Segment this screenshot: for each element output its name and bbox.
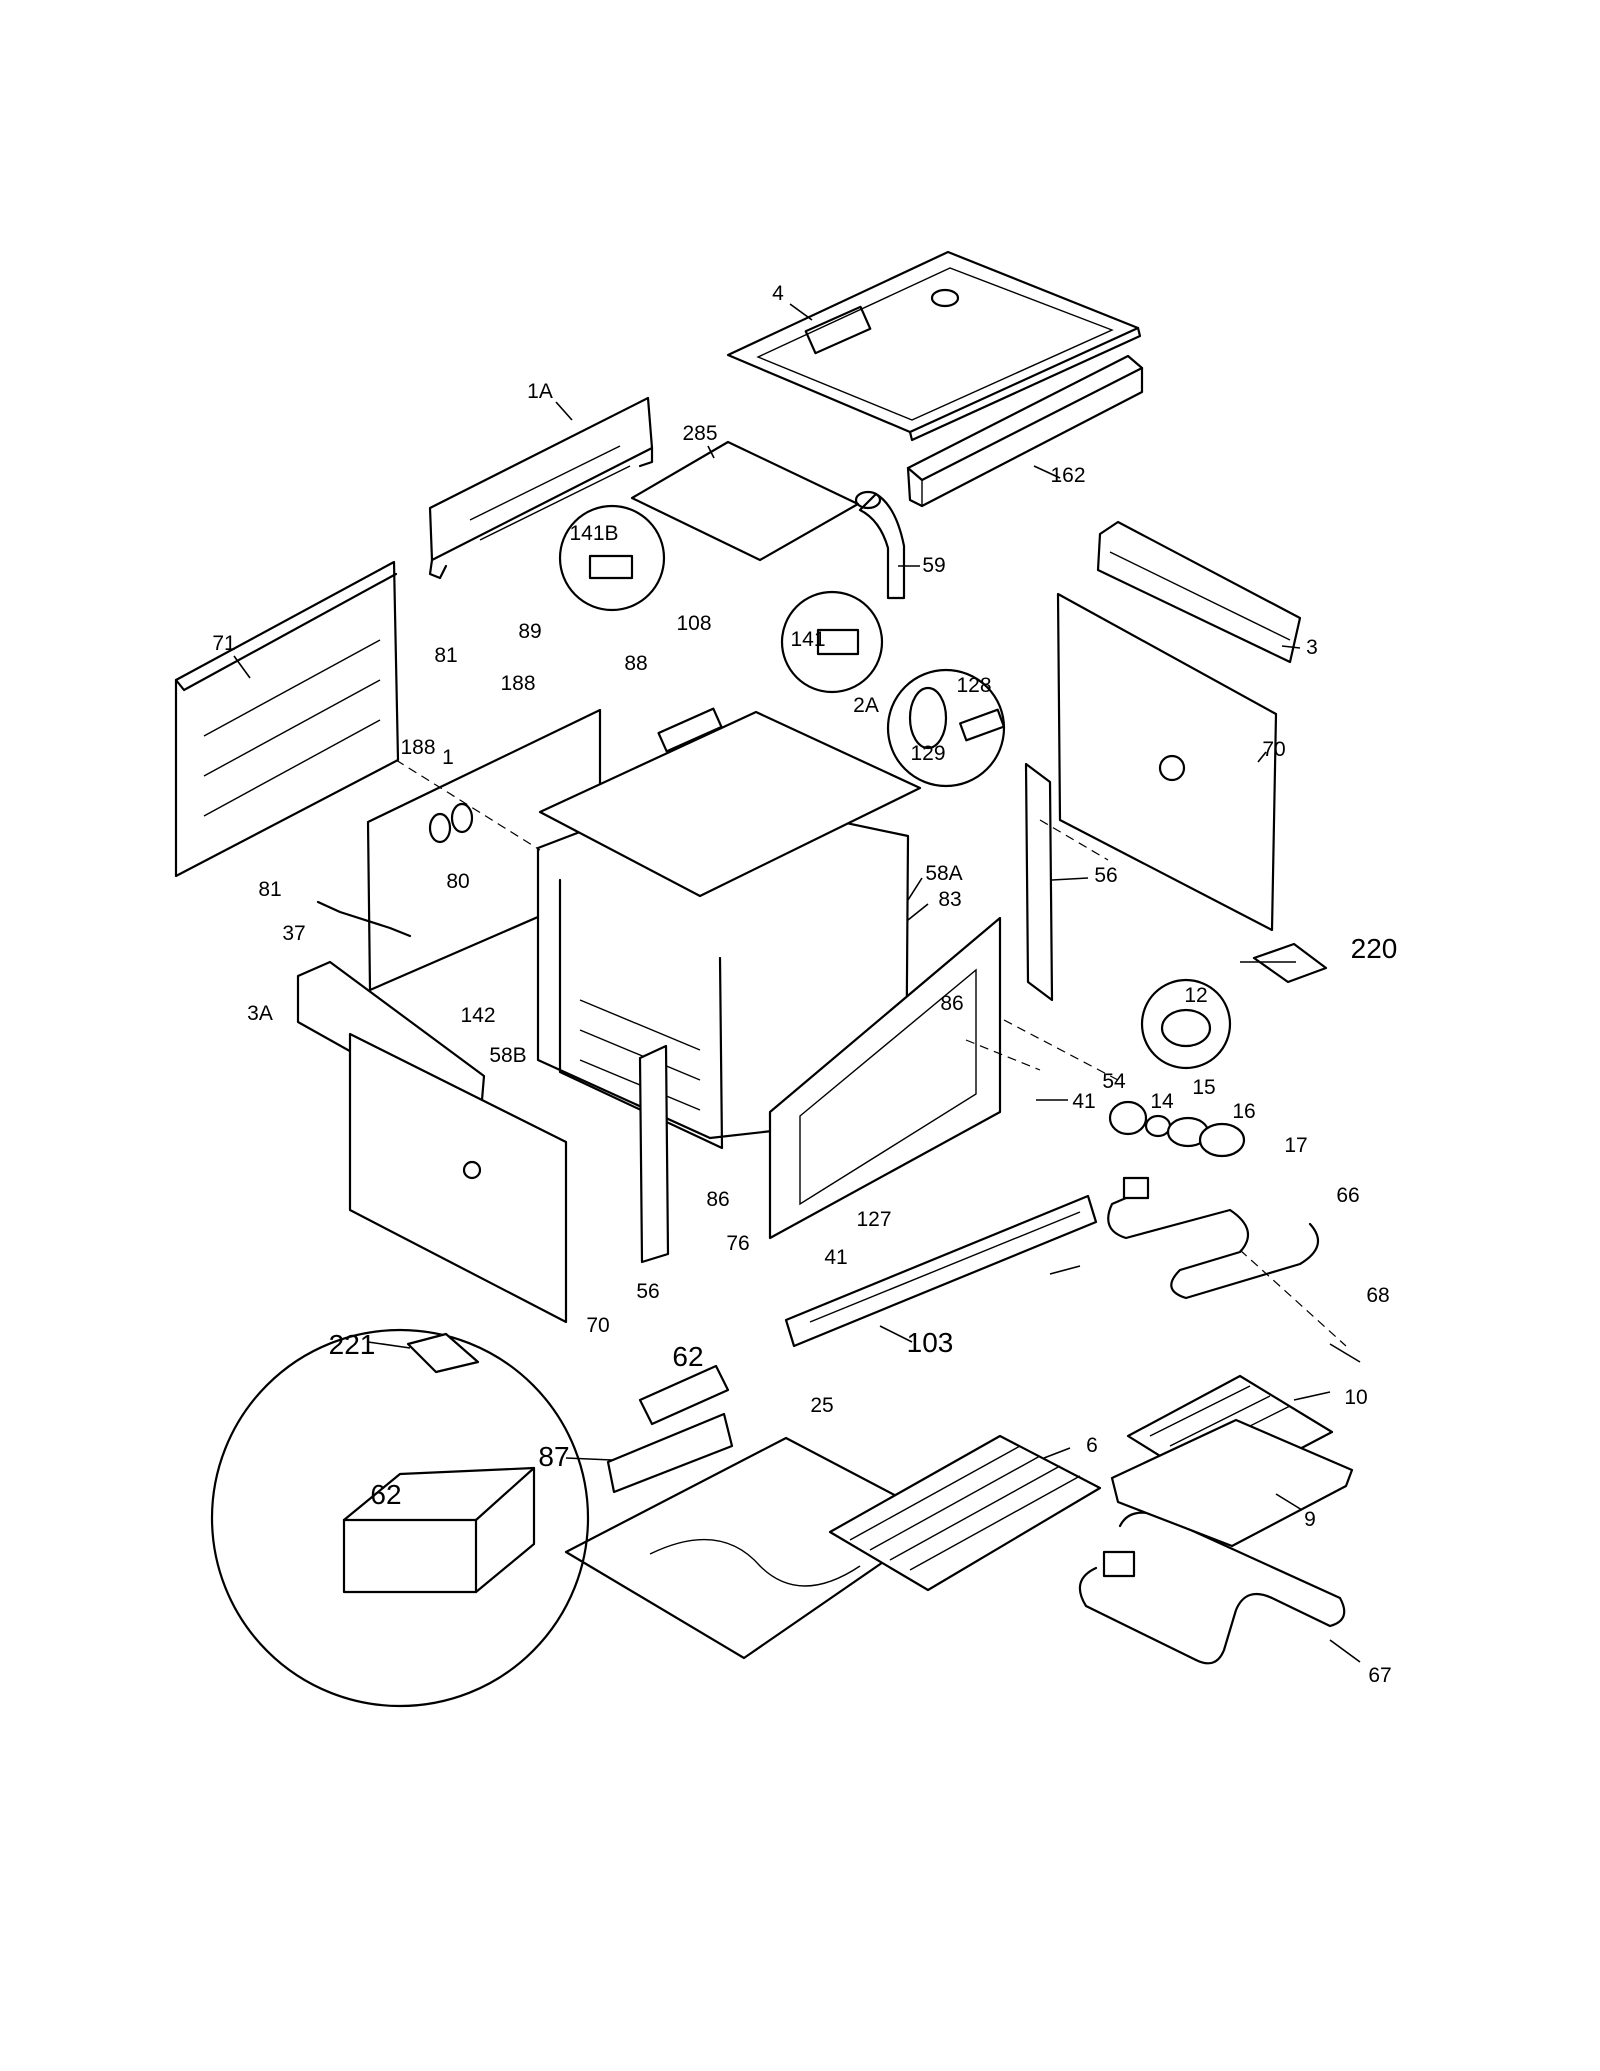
callout-86a: 86 (940, 992, 963, 1015)
wire-part-37 (316, 900, 412, 938)
vent-part-103 (784, 1194, 1098, 1348)
callout-142: 142 (460, 1004, 495, 1027)
back-rail-part-1A (428, 396, 654, 580)
side-rail-part-3 (1096, 520, 1302, 664)
callout-81b: 81 (258, 878, 281, 901)
lower-panel-part-70 (348, 1032, 568, 1324)
callout-37: 37 (282, 922, 305, 945)
callout-1A: 1A (527, 380, 553, 403)
callout-15: 15 (1192, 1076, 1215, 1099)
callout-86b: 86 (706, 1188, 729, 1211)
callout-67: 67 (1368, 1664, 1391, 1687)
callout-70a: 70 (1262, 738, 1285, 761)
callout-41a: 41 (1072, 1090, 1095, 1113)
callout-54: 54 (1102, 1070, 1126, 1093)
callout-80: 80 (446, 870, 469, 893)
callout-3A: 3A (247, 1002, 273, 1025)
callout-3: 3 (1306, 636, 1318, 659)
detail-circle-parts-128-129 (886, 668, 1006, 788)
callout-16: 16 (1232, 1100, 1255, 1123)
detail-circle-part-12 (1140, 978, 1232, 1070)
callout-83: 83 (938, 888, 961, 911)
panel-part-285 (630, 440, 860, 562)
callout-12: 12 (1184, 984, 1207, 1007)
callout-76: 76 (726, 1232, 749, 1255)
callout-188a: 188 (500, 672, 535, 695)
callout-10: 10 (1344, 1386, 1367, 1409)
callout-66: 66 (1336, 1184, 1359, 1207)
cavity-top-part-2A (538, 707, 922, 898)
callout-4: 4 (772, 282, 784, 305)
callout-162: 162 (1050, 464, 1085, 487)
vertical-bar-part-56a (1024, 762, 1054, 1002)
callout-58B: 58B (489, 1044, 526, 1067)
callout-188b: 188 (400, 736, 435, 759)
duct-part-59 (854, 490, 906, 600)
callout-103: 103 (907, 1327, 954, 1358)
callout-41b: 41 (824, 1246, 847, 1269)
callout-62a: 62 (672, 1341, 703, 1372)
callout-56b: 56 (636, 1280, 659, 1303)
bracket-part-87 (606, 1412, 734, 1494)
alignment-lines (395, 759, 1347, 1347)
callout-221: 221 (329, 1329, 376, 1360)
callout-128: 128 (956, 674, 991, 697)
callout-58A: 58A (925, 862, 962, 885)
callout-141B: 141B (569, 522, 618, 545)
door-frame-part-83 (768, 916, 1002, 1240)
callout-leaders (233, 303, 1361, 1663)
callout-108: 108 (676, 612, 711, 635)
detail-circle-part-141B (558, 504, 666, 612)
burner-box-part-62 (638, 1364, 730, 1426)
callout-1: 1 (442, 746, 454, 769)
broil-element-part-66 (1107, 1176, 1320, 1300)
callout-81a: 81 (434, 644, 457, 667)
detail-circle-part-141 (780, 590, 884, 694)
top-cover-part-4 (726, 250, 1142, 442)
oven-rack-part-6 (828, 1434, 1102, 1592)
callout-129: 129 (910, 742, 945, 765)
callout-2A: 2A (853, 694, 879, 717)
lamp-parts-54-14-15-16 (1108, 1100, 1246, 1158)
left-panel-part-71 (174, 560, 400, 878)
callout-285: 285 (682, 422, 717, 445)
callout-17: 17 (1284, 1134, 1307, 1157)
broil-pan-part-9 (1110, 1418, 1354, 1548)
callout-25: 25 (810, 1394, 833, 1417)
callout-127: 127 (856, 1208, 891, 1231)
callout-59: 59 (922, 554, 945, 577)
callout-70b: 70 (586, 1314, 609, 1337)
bracket-part-220 (1252, 942, 1328, 984)
callout-220: 220 (1351, 933, 1398, 964)
callout-68: 68 (1366, 1284, 1389, 1307)
callout-87: 87 (538, 1441, 569, 1472)
callout-62b: 62 (370, 1479, 401, 1510)
right-side-panel-part-70 (1056, 592, 1278, 932)
callout-6: 6 (1086, 1434, 1098, 1457)
callout-141: 141 (790, 628, 825, 651)
callout-88: 88 (624, 652, 647, 675)
rail-part-162 (906, 354, 1144, 508)
bake-element-part-67 (1078, 1511, 1346, 1665)
callout-71: 71 (212, 632, 235, 655)
callout-labels: 1A 4 285 162 59 141B 3 71 89 108 141 81 … (212, 282, 1397, 1687)
callout-89: 89 (518, 620, 541, 643)
detail-circle-part-62 (210, 1328, 590, 1708)
callout-14: 14 (1150, 1090, 1174, 1113)
bracket-part-221 (406, 1332, 480, 1374)
callout-9: 9 (1304, 1508, 1316, 1531)
vertical-bar-part-56b (638, 1044, 670, 1264)
callout-56a: 56 (1094, 864, 1117, 887)
